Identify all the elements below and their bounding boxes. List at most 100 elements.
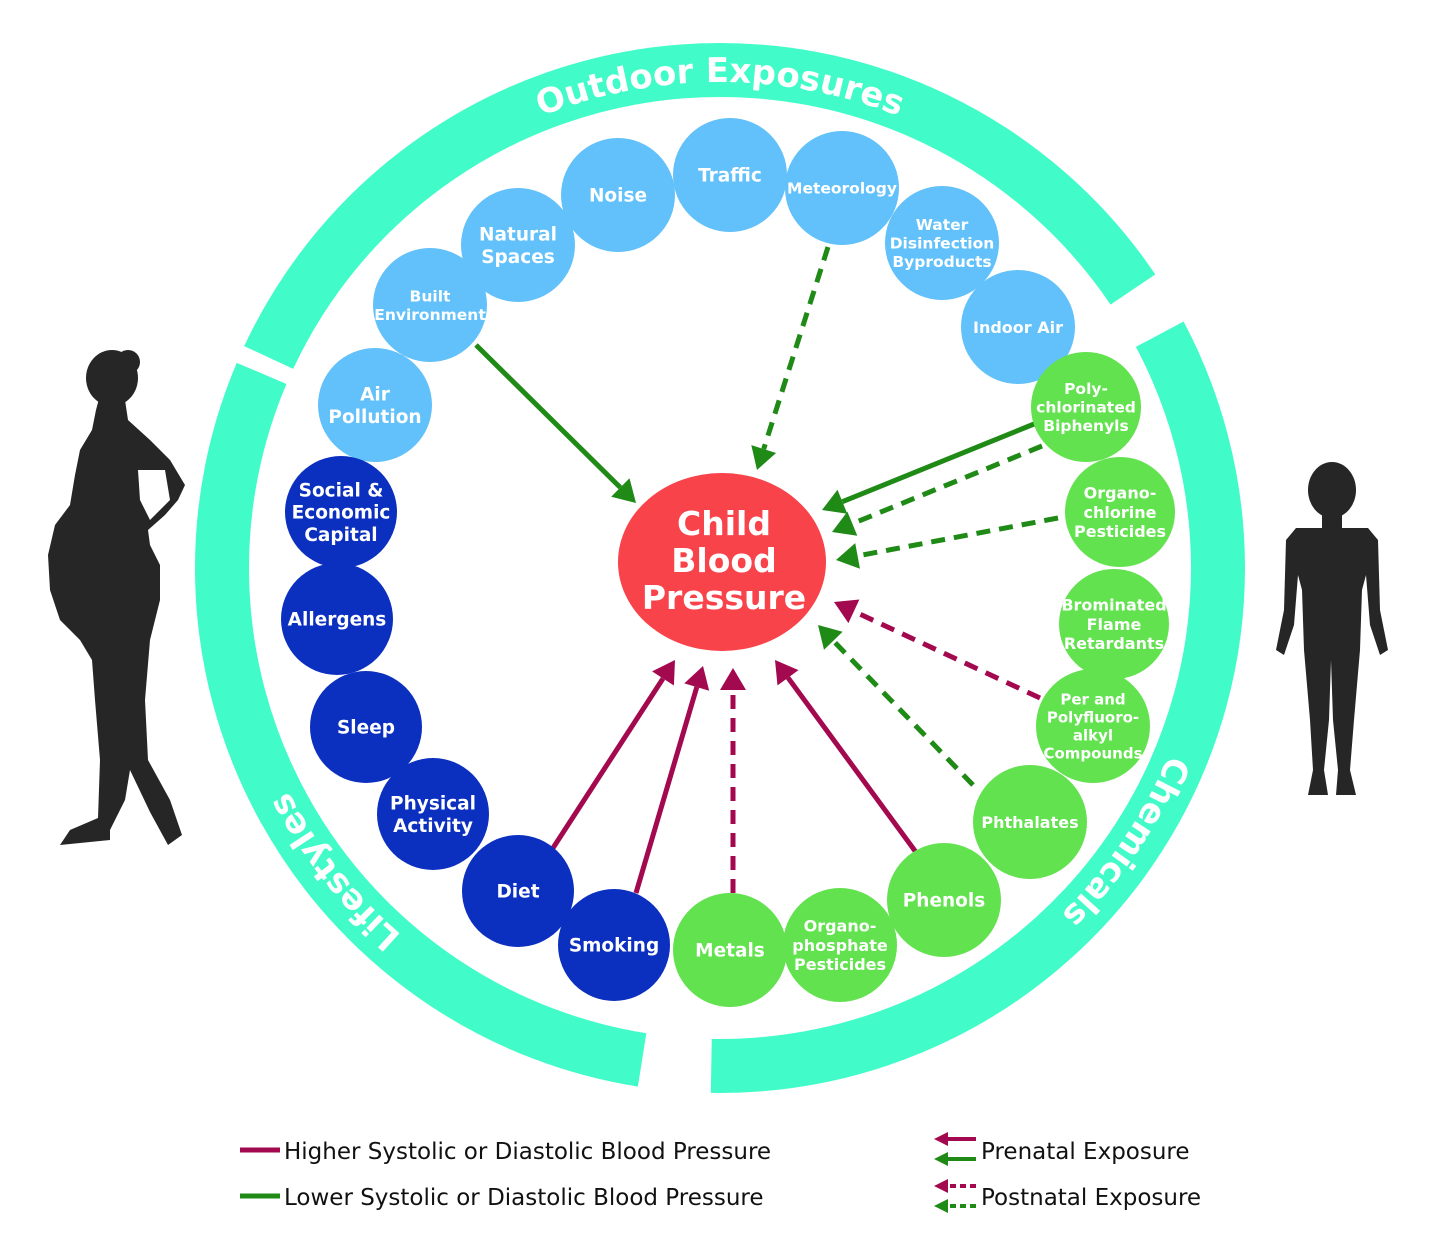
arrow-head bbox=[684, 666, 710, 691]
legend-label-lower: Lower Systolic or Diastolic Blood Pressu… bbox=[284, 1185, 764, 1211]
node-circle bbox=[973, 765, 1087, 879]
center-label-line-1: Child bbox=[677, 504, 771, 543]
legend-arrow-postnatal-lower bbox=[934, 1199, 976, 1213]
node-meteorology: Meteorology bbox=[785, 131, 899, 245]
center-ellipse bbox=[618, 473, 826, 651]
node-circle bbox=[1065, 457, 1175, 567]
node-diet: Diet bbox=[462, 835, 574, 947]
arrow-pfas-postnatal bbox=[834, 599, 1042, 701]
node-label: Flame bbox=[1087, 615, 1142, 634]
node-circle bbox=[1059, 569, 1169, 679]
pregnant-woman-silhouette-icon bbox=[48, 350, 185, 845]
legend-arrow-prenatal-lower bbox=[934, 1152, 976, 1166]
node-label: Brominated bbox=[1061, 596, 1166, 615]
node-circle bbox=[310, 671, 422, 783]
legend-arrow-prenatal-icon bbox=[934, 1132, 976, 1166]
node-circle bbox=[783, 888, 897, 1002]
child-silhouette-icon bbox=[1276, 462, 1388, 795]
legend-label-postnatal: Postnatal Exposure bbox=[981, 1185, 1201, 1211]
arrow-diet-prenatal bbox=[550, 660, 675, 850]
node-circle bbox=[373, 248, 487, 362]
node-label: Sleep bbox=[337, 718, 395, 739]
arrow-head bbox=[818, 625, 843, 650]
node-traffic: Traffic bbox=[673, 118, 787, 232]
node-label: Phenols bbox=[903, 891, 986, 912]
arrow-shaft bbox=[633, 686, 700, 894]
arrow-head bbox=[832, 511, 858, 536]
node-label: Smoking bbox=[569, 936, 659, 957]
node-circle bbox=[461, 188, 575, 302]
arrow-head bbox=[611, 478, 636, 503]
node-indoor-air: Indoor Air bbox=[961, 270, 1075, 384]
legend-arrow-head bbox=[934, 1199, 948, 1213]
node-label: Phthalates bbox=[981, 813, 1078, 832]
node-circle bbox=[377, 758, 489, 870]
arrow-built-environment-prenatal bbox=[474, 343, 636, 503]
node-circle bbox=[558, 889, 670, 1001]
node-label: Social & bbox=[299, 481, 384, 502]
node-label: chlorine bbox=[1084, 503, 1157, 522]
node-circle bbox=[673, 118, 787, 232]
node-smoking: Smoking bbox=[558, 889, 670, 1001]
node-label: Spaces bbox=[481, 247, 555, 268]
node-label: Polyfluoro- bbox=[1047, 708, 1139, 726]
node-circle bbox=[318, 348, 432, 462]
arrow-shaft bbox=[841, 421, 1035, 505]
node-label: Built bbox=[410, 287, 451, 305]
node-label: Organo- bbox=[1084, 484, 1157, 503]
node-label: Metals bbox=[695, 941, 765, 962]
legend-item-postnatal: Postnatal Exposure bbox=[934, 1179, 1201, 1213]
node-label: Poly- bbox=[1064, 380, 1108, 398]
node-label: Traffic bbox=[698, 166, 762, 187]
arrow-shaft bbox=[857, 515, 1059, 559]
center-label-line-3: Pressure bbox=[642, 578, 806, 617]
nodes-layer: AirPollutionBuiltEnvironmentNaturalSpace… bbox=[281, 118, 1175, 1007]
node-phthalates: Phthalates bbox=[973, 765, 1087, 879]
arrow-shaft bbox=[550, 677, 666, 850]
ring-segment-outdoor-exposures bbox=[244, 43, 1156, 369]
node-circle bbox=[1036, 669, 1150, 783]
node-label: Per and bbox=[1060, 690, 1125, 708]
arrow-shaft bbox=[851, 443, 1043, 527]
ring-segment-lifestyles bbox=[195, 362, 647, 1087]
node-label: Byproducts bbox=[892, 253, 991, 271]
node-circle bbox=[785, 131, 899, 245]
arrow-head bbox=[822, 489, 848, 514]
node-label: Allergens bbox=[288, 610, 387, 631]
node-label: Biphenyls bbox=[1043, 417, 1128, 435]
node-label: Pollution bbox=[328, 407, 421, 428]
legend-arrow-head bbox=[934, 1179, 948, 1193]
arrow-head bbox=[720, 668, 746, 690]
node-label: Indoor Air bbox=[973, 318, 1063, 337]
arrow-meteorology-postnatal bbox=[751, 246, 831, 470]
node-metals: Metals bbox=[673, 893, 787, 1007]
node-circle bbox=[673, 893, 787, 1007]
node-label: Pesticides bbox=[1074, 522, 1166, 541]
node-label: chlorinated bbox=[1036, 399, 1136, 417]
node-allergens: Allergens bbox=[281, 563, 393, 675]
center-node-child-blood-pressure: Child Blood Pressure bbox=[618, 473, 826, 651]
node-label: Disinfection bbox=[890, 235, 995, 253]
node-label: Physical bbox=[390, 794, 476, 815]
center-label-line-2: Blood bbox=[671, 541, 776, 580]
node-label: Meteorology bbox=[787, 180, 897, 198]
arrow-head bbox=[834, 599, 860, 624]
node-circle bbox=[1031, 352, 1141, 462]
node-label: Natural bbox=[479, 225, 557, 246]
node-circle bbox=[281, 563, 393, 675]
arrow-shaft bbox=[852, 609, 1042, 701]
node-circle bbox=[885, 186, 999, 300]
legend-item-higher: Higher Systolic or Diastolic Blood Press… bbox=[240, 1139, 771, 1165]
arrow-smoking-prenatal bbox=[633, 666, 710, 894]
arrow-polychlorinated-biphenyls-prenatal bbox=[822, 421, 1035, 514]
